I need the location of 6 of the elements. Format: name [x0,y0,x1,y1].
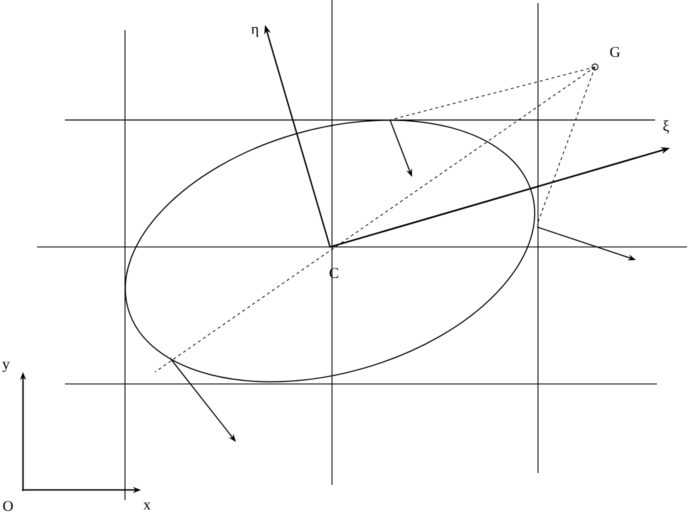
axis-label: x [143,502,151,510]
axis-label: ξ [663,120,669,134]
origin-label: O [3,500,13,512]
point-label: G [610,46,620,58]
axis-label: y [2,362,10,372]
axis-label: η [251,26,258,38]
